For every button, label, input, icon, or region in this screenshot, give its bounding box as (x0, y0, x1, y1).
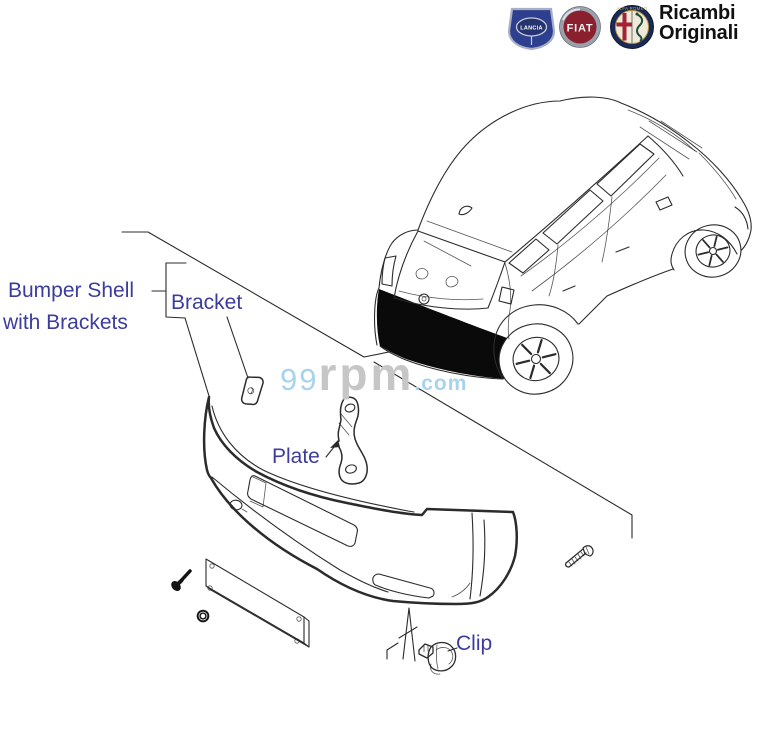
car-illustration (374, 96, 752, 395)
license-plate-holder-drawing (205, 558, 310, 648)
watermark-middle: rpm (318, 348, 415, 400)
label-bracket: Bracket (171, 291, 243, 314)
bracket-part-drawing (240, 376, 264, 406)
watermark-suffix: .com (414, 372, 468, 395)
alfa-romeo-logo: ALFA ROMEO (610, 5, 654, 49)
taillight-left (381, 255, 397, 287)
highlighted-rear-bumper (376, 289, 523, 379)
lancia-logo: LANCIA (507, 7, 556, 51)
fiat-logo-text: FIAT (567, 23, 594, 35)
leader-lines (121, 231, 633, 652)
bumper-shell-drawing (202, 395, 518, 606)
label-bumper-shell-line1: Bumper Shell (8, 279, 135, 302)
screw-left-drawing (171, 569, 192, 592)
watermark-prefix: 99 (280, 362, 319, 397)
roof-antenna (458, 205, 473, 216)
fiat-logo: FIAT (559, 6, 601, 48)
lancia-logo-text: LANCIA (520, 26, 543, 32)
watermark: 99rpm.com (280, 347, 467, 401)
front-wheel (684, 224, 742, 278)
brand-header-line1: Ricambi (659, 2, 736, 24)
screw-right-drawing (565, 545, 594, 568)
washer-drawing (196, 609, 210, 623)
plate-part-drawing (335, 396, 368, 485)
label-clip: Clip (456, 632, 493, 655)
brand-header: Ricambi Originali (659, 2, 739, 44)
license-plate-recess (247, 475, 358, 547)
rear-wheel (498, 323, 574, 395)
rear-badge (418, 293, 430, 305)
side-mirror (655, 196, 673, 211)
label-bumper-shell-line2: with Brackets (3, 311, 128, 334)
clip-part-drawing (386, 607, 457, 675)
alfa-romeo-logo-text: ALFA ROMEO (617, 6, 648, 11)
label-plate: Plate (272, 445, 320, 468)
taillight-right (498, 286, 515, 305)
brand-header-line2: Originali (659, 22, 739, 44)
